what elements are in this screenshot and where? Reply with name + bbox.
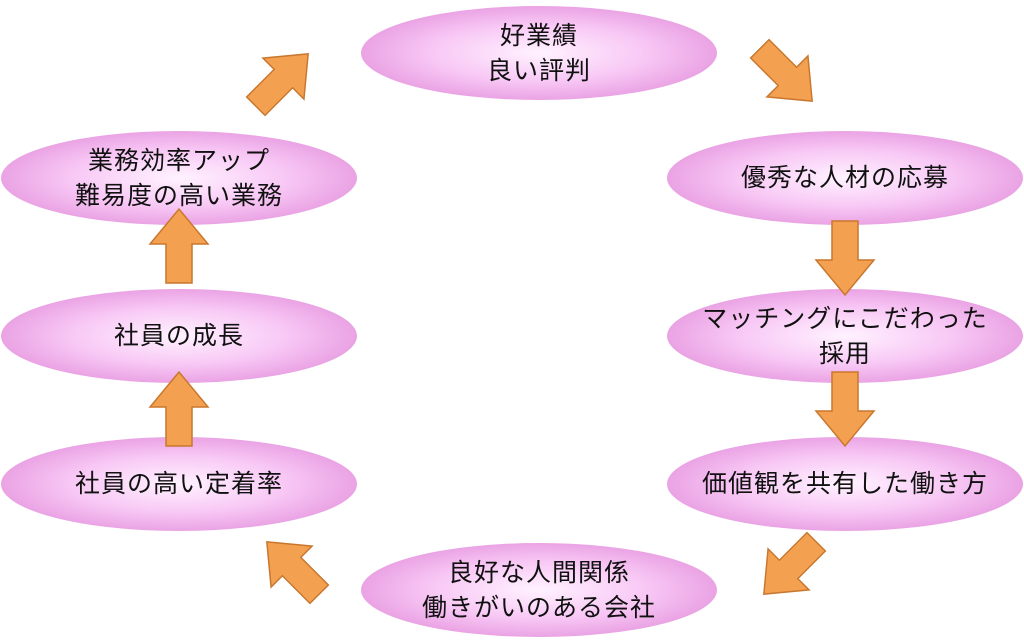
cycle-arrow-up-right-icon: [234, 32, 330, 128]
node-ellipse-shared-values: [667, 437, 1023, 531]
cycle-arrow-up-left-icon: [245, 520, 341, 616]
cycle-arrow-down-left-icon: [742, 520, 838, 616]
node-ellipse-good-performance: [361, 6, 717, 100]
node-ellipse-efficiency-up: [1, 131, 357, 225]
node-ellipse-high-retention: [1, 437, 357, 531]
node-ellipse-good-relationships: [361, 543, 717, 637]
cycle-arrow-up-icon: [149, 371, 209, 447]
cycle-arrow-down-icon: [815, 220, 875, 296]
node-ellipse-matching-hiring: [667, 289, 1023, 383]
node-ellipse-employee-growth: [1, 289, 357, 383]
node-ellipse-talent-applications: [667, 131, 1023, 225]
cycle-arrow-down-icon: [815, 371, 875, 447]
cycle-arrow-down-right-icon: [738, 27, 834, 123]
